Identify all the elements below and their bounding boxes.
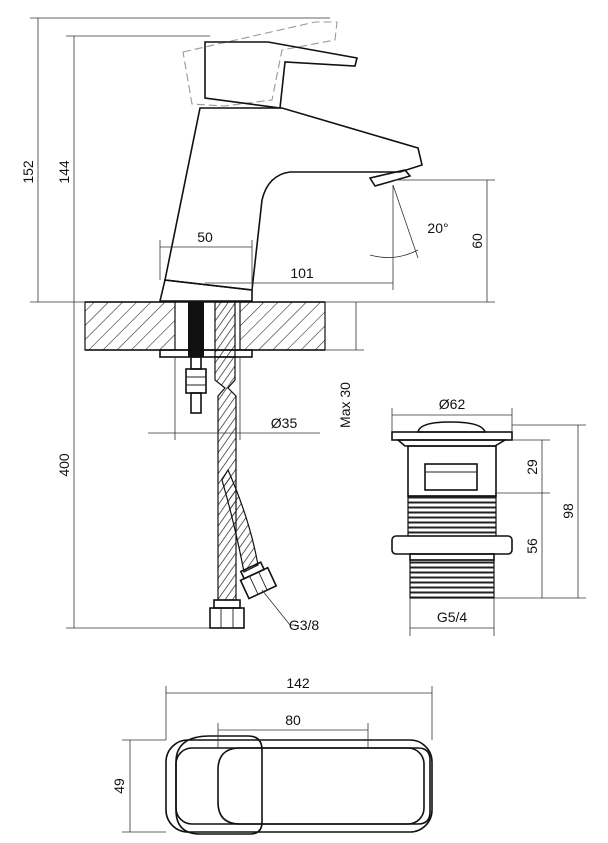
dim-top-length: 142 xyxy=(286,675,310,691)
aerator xyxy=(368,169,412,187)
fixing-nut-assembly xyxy=(185,356,207,414)
dim-body-height: 144 xyxy=(56,160,72,184)
waste-thread-upper xyxy=(407,495,497,537)
dim-hole-diameter: Ø35 xyxy=(271,415,298,431)
dim-hose-length: 400 xyxy=(56,453,72,477)
deck-section xyxy=(84,301,326,358)
top-dimensions xyxy=(122,686,433,833)
waste-nut xyxy=(391,535,513,555)
hose-fitting-main xyxy=(209,607,245,629)
faucet-side-view xyxy=(158,21,423,302)
side-dimensions xyxy=(30,17,495,629)
top-body-outer xyxy=(165,739,433,833)
top-body-inner xyxy=(175,747,425,825)
waste-flange xyxy=(391,431,513,441)
waste-dimensions xyxy=(391,408,586,636)
dim-hose-thread: G3/8 xyxy=(289,617,320,633)
dim-spray-angle: 20° xyxy=(427,220,448,236)
dim-total-height: 152 xyxy=(20,160,36,184)
deck-hatch-left xyxy=(84,301,176,351)
dim-thread-size: G5/4 xyxy=(437,609,468,625)
hose-branch xyxy=(221,468,259,573)
waste-body xyxy=(407,445,497,497)
deck-hatch-right xyxy=(239,301,326,351)
dim-base-axis: 50 xyxy=(197,229,213,245)
faucet-base xyxy=(158,279,253,302)
hose-upper xyxy=(214,301,236,358)
faucet-top-view xyxy=(165,735,433,835)
flex-hoses xyxy=(209,356,278,629)
top-lever-inner xyxy=(217,747,431,825)
dim-cap-diameter: Ø62 xyxy=(439,396,466,412)
dim-lever-length: 80 xyxy=(285,712,301,728)
dim-thread-length: 56 xyxy=(524,538,540,554)
hose-fitting-branch xyxy=(239,566,278,600)
waste-cap xyxy=(417,421,487,433)
top-lever-outer xyxy=(175,735,263,835)
fixing-plate xyxy=(159,349,253,358)
dim-spout-reach: 101 xyxy=(290,265,314,281)
lever-open-ghost xyxy=(182,21,338,107)
waste-thread-lower xyxy=(409,559,495,599)
dim-valve-height: 98 xyxy=(560,503,576,519)
lever-handle xyxy=(204,41,358,109)
faucet-body xyxy=(164,107,423,291)
dim-top-width: 49 xyxy=(111,778,127,794)
fixing-nut xyxy=(185,368,207,394)
dim-deck-thickness: Max 30 xyxy=(337,382,353,428)
mounting-stud xyxy=(188,302,204,357)
waste-valve xyxy=(391,421,513,599)
dim-spout-height: 60 xyxy=(469,233,485,249)
dim-cap-height: 29 xyxy=(524,459,540,475)
overflow-slot xyxy=(424,463,478,491)
